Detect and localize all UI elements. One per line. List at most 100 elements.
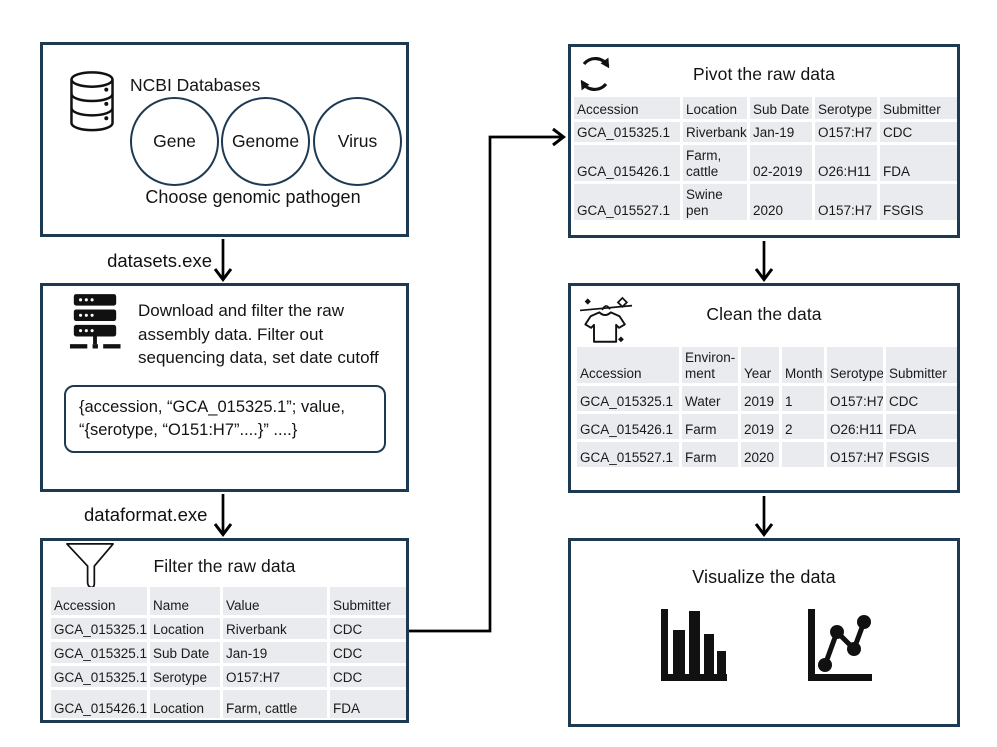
table-cell: Farm, cattle [223,690,327,718]
table-header-cell: Year [741,347,779,383]
table-cell: GCA_015325.1 [51,642,147,663]
table-header-cell: Environ- ment [682,347,738,383]
arrowhead [213,268,233,282]
table-header-cell: Sub Date [750,97,812,119]
table-cell: 2020 [741,442,779,467]
circle-label: Genome [231,131,300,151]
ncbi-caption: Choose genomic pathogen [145,187,361,207]
arrowhead [213,523,233,537]
table-cell: GCA_015527.1 [574,184,680,220]
table-header-cell: Accession [577,347,679,383]
ncbi-box: NCBI Databases Gene Genome Virus Choose … [40,42,409,237]
pivot-box: Pivot the raw data Accession Location Su… [568,44,960,238]
table-cell: O157:H7 [815,122,877,142]
table-cell: Swine pen [683,184,747,220]
table-cell: 2019 [741,414,779,439]
table-cell: FDA [886,414,957,439]
download-box: Download and filter the raw assembly dat… [40,283,409,492]
refresh-icon [575,51,617,97]
table-cell: 2 [782,414,824,439]
table-header-cell: Month [782,347,824,383]
table-cell: GCA_015325.1 [577,386,679,411]
visualize-title: Visualize the data [692,567,836,587]
clean-shirt-icon [580,296,634,348]
table-header-cell: Accession [51,587,147,615]
arrowhead [552,127,566,147]
circle-genome: Genome [221,97,310,186]
table-cell: FDA [330,690,406,718]
filter-title: Filter the raw data [153,556,296,576]
table-header-cell: Submitter [330,587,406,615]
table-cell: FSGIS [880,184,957,220]
table-header-cell: Submitter [880,97,957,119]
code-line: {accession, “GCA_015325.1”; value, [79,398,345,416]
table-cell: Serotype [150,666,220,687]
pivot-title: Pivot the raw data [693,64,835,84]
table-header-cell: Name [150,587,220,615]
table-cell: FSGIS [886,442,957,467]
table-cell [782,442,824,467]
table-cell: Jan-19 [223,642,327,663]
label-datasets-exe: datasets.exe [107,250,212,271]
table-cell: Sub Date [150,642,220,663]
table-cell: 2020 [750,184,812,220]
table-cell: Riverbank [683,122,747,142]
arrowhead [754,268,774,282]
download-description: Download and filter the raw assembly dat… [138,299,400,370]
table-cell: GCA_015426.1 [577,414,679,439]
table-cell: O157:H7 [815,184,877,220]
scatter-chart-icon [808,609,874,681]
clean-table: Accession Environ- ment Year Month Serot… [577,347,957,467]
clean-title: Clean the data [706,304,822,324]
description-line: assembly data. Filter out [138,324,324,344]
table-cell: O157:H7 [827,386,883,411]
table-cell: Riverbank [223,618,327,639]
server-icon [69,294,121,350]
table-header-cell: Accession [574,97,680,119]
table-cell: CDC [330,666,406,687]
table-cell: CDC [880,122,957,142]
table-header-cell: Submitter [886,347,957,383]
table-cell: O157:H7 [223,666,327,687]
table-cell: Water [682,386,738,411]
bar-chart-icon [661,609,729,681]
code-snippet-box: {accession, “GCA_015325.1”; value, “{ser… [64,385,386,453]
table-cell: O157:H7 [827,442,883,467]
table-cell: Farm, cattle [683,145,747,181]
description-line: sequencing data, set date cutoff [138,348,379,367]
table-cell: GCA_015325.1 [51,666,147,687]
filter-table: Accession Name Value Submitter GCA_01532… [51,587,406,718]
table-cell: GCA_015426.1 [51,690,147,718]
clean-box: Clean the data Accession Environ- ment Y… [568,283,960,493]
circle-virus: Virus [313,97,402,186]
circle-label: Virus [337,131,378,151]
table-cell: Farm [682,442,738,467]
table-header-cell: Value [223,587,327,615]
table-cell: Farm [682,414,738,439]
description-line: Download and filter the raw [138,301,345,320]
table-header-cell: Serotype [815,97,877,119]
table-cell: CDC [330,642,406,663]
table-cell: O26:H11 [827,414,883,439]
arrowhead [754,523,774,537]
circle-label: Gene [153,131,196,151]
table-cell: GCA_015325.1 [574,122,680,142]
ncbi-title: NCBI Databases [130,75,261,95]
filter-box: Filter the raw data Accession Name Value… [40,538,409,723]
label-dataformat-exe: dataformat.exe [84,504,208,525]
pivot-table: Accession Location Sub Date Serotype Sub… [574,97,957,220]
table-cell: Jan-19 [750,122,812,142]
table-cell: CDC [330,618,406,639]
circle-gene: Gene [130,97,219,186]
table-cell: 02-2019 [750,145,812,181]
code-line: “{serotype, “O151:H7”....}” ....} [79,421,298,439]
table-cell: GCA_015527.1 [577,442,679,467]
table-cell: FDA [880,145,957,181]
table-cell: GCA_015426.1 [574,145,680,181]
table-cell: 1 [782,386,824,411]
table-header-cell: Serotype [827,347,883,383]
table-cell: GCA_015325.1 [51,618,147,639]
table-cell: Location [150,618,220,639]
table-header-cell: Location [683,97,747,119]
